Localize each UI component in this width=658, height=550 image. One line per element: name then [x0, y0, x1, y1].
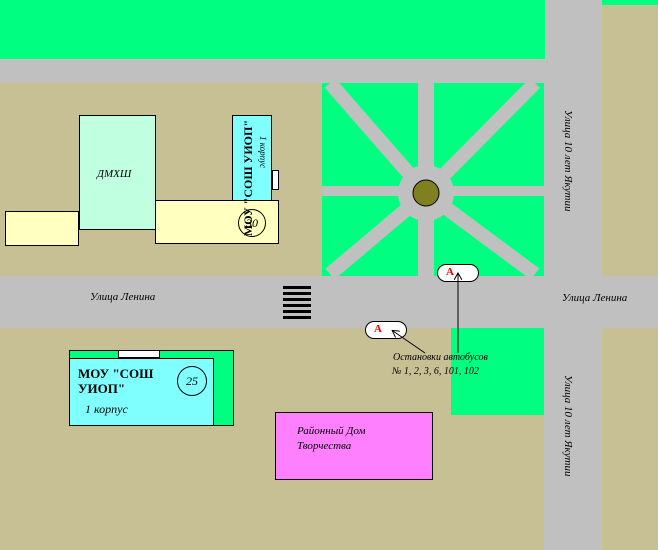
dmxsh-building: ДМХШ	[79, 115, 156, 230]
school25-building-label: 1 корпус	[85, 402, 128, 416]
school30-annex: 30	[155, 200, 279, 244]
lenina-street-label-west: Улица Ленина	[90, 291, 156, 303]
west-annex-building	[5, 211, 79, 246]
school25-number: 25	[177, 366, 207, 396]
school25-name-line2: УИОП"	[78, 381, 126, 396]
yakutia-street	[544, 0, 602, 550]
school25-building: МОУ "СОШ УИОП" 1 корпус 25	[69, 358, 214, 426]
dmxsh-label: ДМХШ	[97, 168, 132, 180]
bottom-right-green	[451, 328, 544, 415]
school25-porch	[118, 350, 160, 358]
yakutia-street-label-north: Улица 10 лет Якутии	[562, 110, 574, 212]
school30-building: МОУ "СОШ УИОП" 1 корпус	[232, 115, 272, 236]
top-green-strip	[0, 0, 545, 59]
school25-name-line1: МОУ "СОШ	[78, 366, 154, 381]
fountain	[412, 179, 440, 207]
rdt-label-line2: Творчества	[297, 440, 352, 452]
top-right-green	[602, 0, 658, 5]
top-road	[0, 59, 548, 83]
bus-stop-north-letter: А	[446, 266, 454, 278]
bus-stops-caption-line1: Остановки автобусов	[393, 352, 488, 363]
school30-porch	[272, 170, 279, 190]
bus-stops-caption-line2: № 1, 2, 3, 6, 101, 102	[392, 366, 479, 377]
callout-to-south-stop	[393, 331, 426, 354]
yakutia-street-label-south: Улица 10 лет Якутии	[562, 375, 574, 477]
rdt-label-line1: Районный Дом	[297, 425, 366, 437]
lenina-street-label-east: Улица Ленина	[562, 292, 628, 304]
school30-building-label: 1 корпус	[258, 136, 268, 169]
rdt-building: Районный Дом Творчества	[275, 412, 433, 480]
school30-number: 30	[238, 209, 266, 237]
bus-stop-south-letter: А	[374, 323, 382, 335]
